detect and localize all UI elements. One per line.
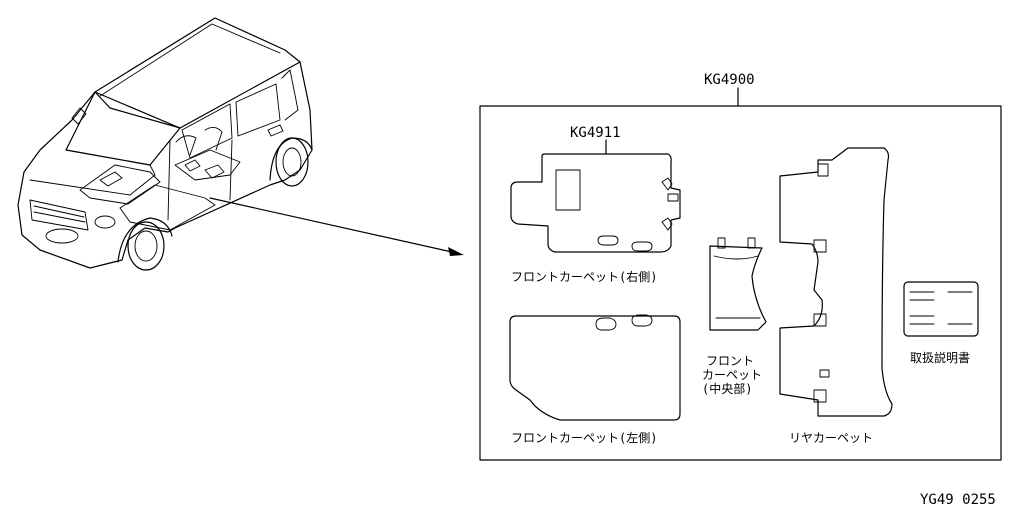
parts-frame (479, 105, 1002, 461)
front-center-label-3: (中央部) (702, 381, 752, 396)
front-center-carpet-drawing (709, 237, 767, 331)
pointer-arrow (209, 197, 464, 256)
figure-id: YG49 0255 (920, 492, 996, 508)
rear-carpet-drawing (779, 147, 893, 417)
front-carpet-right-drawing (510, 139, 681, 253)
assembly-code: KG4900 (704, 72, 755, 88)
front-center-label-2: カーペット (702, 368, 762, 382)
vehicle-illustration (17, 17, 313, 271)
front-carpet-left-label: フロントカーペット(左側) (511, 430, 657, 445)
front-carpet-left-drawing (509, 314, 681, 421)
manual-label: 取扱説明書 (910, 350, 970, 365)
manual-drawing (903, 281, 979, 337)
front-carpet-right-label: フロントカーペット(右側) (511, 269, 657, 284)
front-carpet-right-code: KG4911 (570, 125, 621, 141)
front-center-label-1: フロント (706, 354, 754, 368)
rear-carpet-label: リヤカーペット (789, 431, 873, 445)
